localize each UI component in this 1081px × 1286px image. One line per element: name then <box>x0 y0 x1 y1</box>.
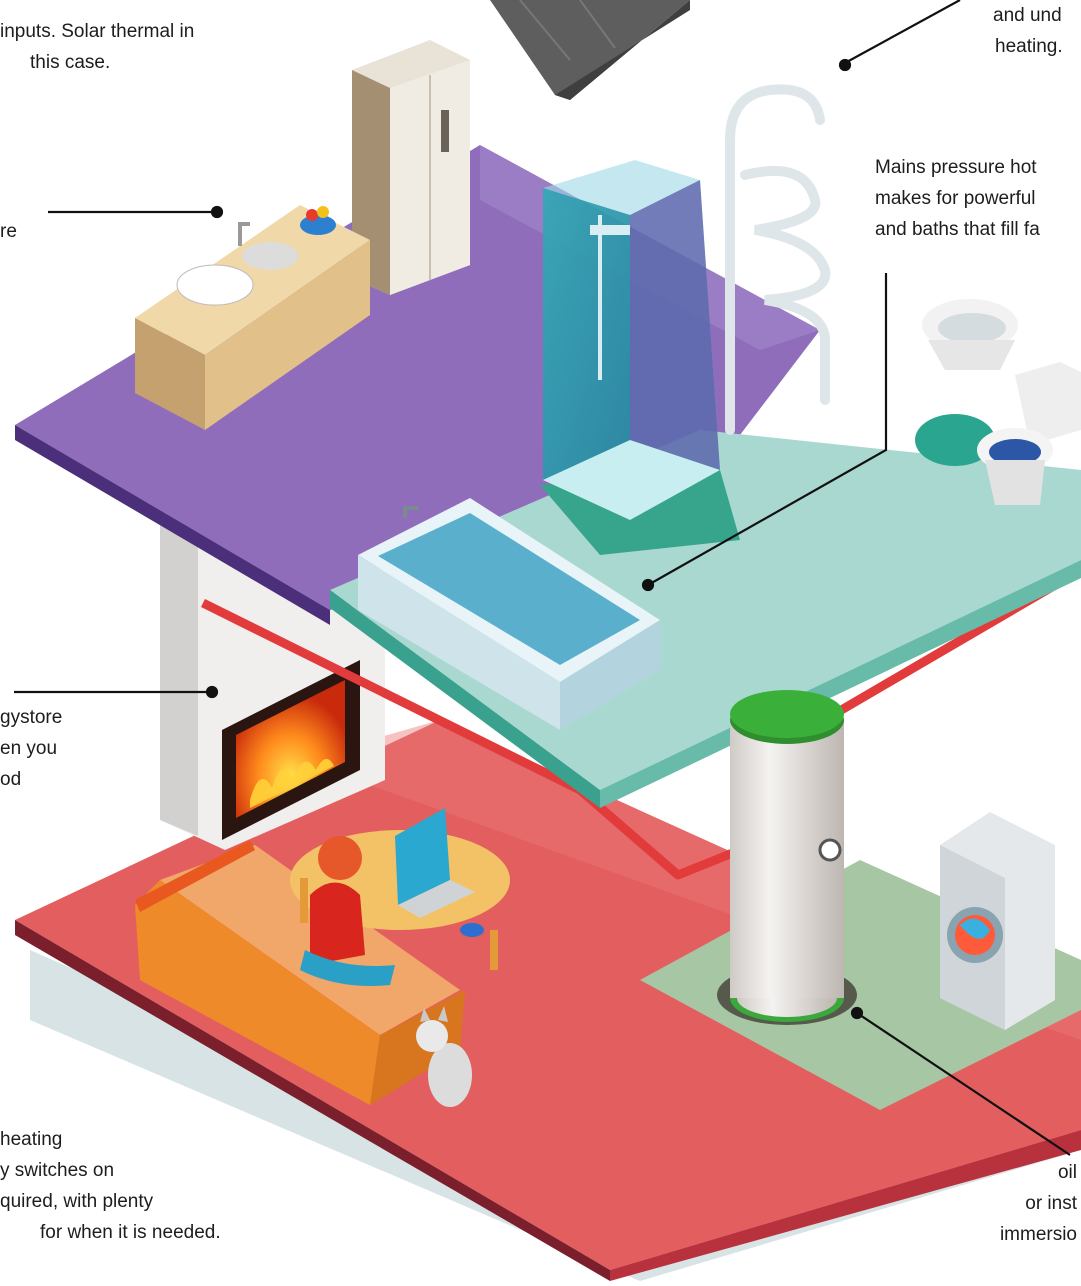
stove-label-line-2: en you <box>0 738 58 759</box>
leader-lines <box>14 0 1071 1156</box>
heating-label-line-1: heating <box>0 1129 63 1150</box>
heating-label-line-4: for when it is needed. <box>40 1222 221 1243</box>
stove-label: gystore en you od <box>0 702 62 795</box>
mains-pressure-line-3: and baths that fill fa <box>875 219 1040 240</box>
kitchen-label: re <box>0 216 17 247</box>
mains-pressure-line-2: makes for powerful <box>875 188 1036 209</box>
towel-rail-label-line-2: heating. <box>995 36 1063 57</box>
fruit-bowl-icon <box>300 206 336 235</box>
cylinder-label-line-2: or inst <box>1025 1193 1077 1214</box>
mains-pressure-label: Mains pressure hot makes for powerful an… <box>875 152 1040 245</box>
bathtub-icon <box>358 498 660 730</box>
cylinder-label-line-3: immersio <box>999 1224 1077 1245</box>
washing-machine-icon <box>940 812 1055 1030</box>
fridge-icon <box>352 40 470 295</box>
cylinder-label: oil or inst immersio <box>1000 1157 1077 1250</box>
towel-rail-label-line-1: and und <box>993 5 1062 26</box>
solar-input-label: inputs. Solar thermal in this case. <box>0 16 194 78</box>
solar-panel-icon <box>490 0 690 100</box>
mains-pressure-line-1: Mains pressure hot <box>875 157 1037 178</box>
toilet-icon <box>977 362 1081 505</box>
cat-icon <box>416 1006 472 1107</box>
kitchen-label-line-1: re <box>0 221 17 242</box>
heating-label: heating y switches on quired, with plent… <box>0 1124 221 1248</box>
towel-rail-icon <box>725 84 831 435</box>
heating-label-line-2: y switches on <box>0 1160 115 1181</box>
stove-label-line-3: od <box>0 769 22 790</box>
towel-rail-label: and und heating. <box>993 0 1063 62</box>
heating-label-line-3: quired, with plenty <box>0 1191 154 1212</box>
stove-label-line-1: gystore <box>0 707 63 728</box>
solar-label-line-2: this case. <box>30 52 111 73</box>
cylinder-label-line-1: oil <box>1057 1162 1077 1183</box>
wood-stove-icon <box>222 660 360 840</box>
solar-label-line-1: inputs. Solar thermal in <box>0 21 195 42</box>
hot-water-cylinder-icon <box>717 690 857 1025</box>
basin-icon <box>922 299 1018 370</box>
shower-icon <box>543 160 720 520</box>
person-laptop-icon <box>300 808 484 986</box>
kitchen-sink-icon <box>135 205 370 430</box>
